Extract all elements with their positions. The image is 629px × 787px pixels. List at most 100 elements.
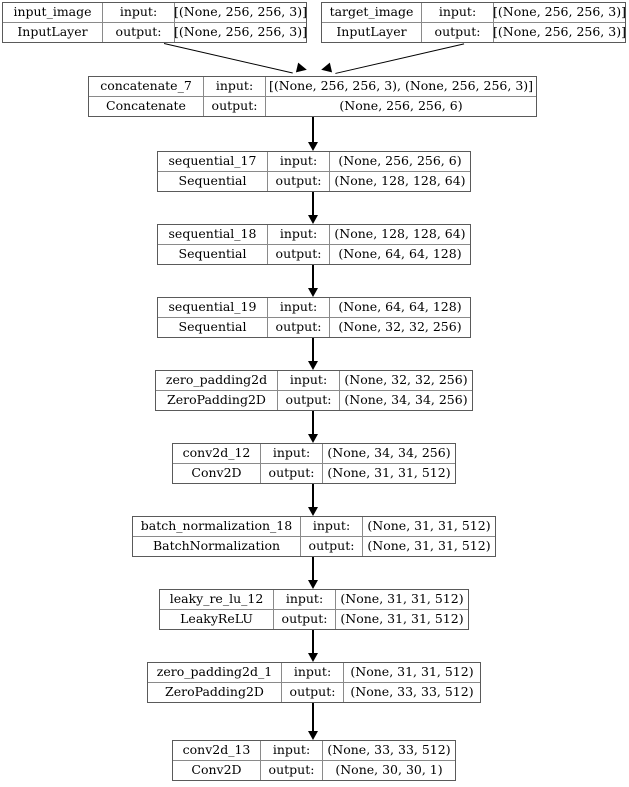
layer-class: Sequential bbox=[158, 245, 268, 264]
layer-class: InputLayer bbox=[3, 23, 103, 42]
input-shape: (None, 31, 31, 512) bbox=[367, 518, 491, 534]
input-shape: [(None, 256, 256, 3), (None, 256, 256, 3… bbox=[268, 78, 534, 94]
layer-class: ZeroPadding2D bbox=[148, 683, 282, 702]
layer-name: target_image bbox=[322, 3, 422, 22]
output-label: output: bbox=[268, 318, 330, 337]
edge-leaky_re_lu_12-to-zero_padding2d_1 bbox=[312, 630, 314, 655]
input-label: input: bbox=[103, 3, 175, 22]
arrowhead-icon bbox=[308, 142, 318, 151]
input-shape: (None, 31, 31, 512) bbox=[340, 591, 464, 607]
output-label: output: bbox=[282, 683, 344, 702]
layer-class: LeakyReLU bbox=[160, 610, 274, 629]
input-label: input: bbox=[282, 663, 344, 682]
input-shape: (None, 31, 31, 512) bbox=[350, 664, 474, 680]
edge-concatenate_7-to-sequential_17 bbox=[312, 117, 314, 144]
layer-name: zero_padding2d bbox=[156, 371, 278, 390]
input-shape: [(None, 256, 256, 3)] bbox=[175, 4, 306, 20]
output-label: output: bbox=[301, 537, 363, 556]
edge-zero_padding2d-to-conv2d_12 bbox=[312, 411, 314, 436]
arrowhead-icon bbox=[320, 62, 333, 75]
layer-class: Sequential bbox=[158, 318, 268, 337]
output-label: output: bbox=[268, 172, 330, 191]
input-shape: (None, 256, 256, 6) bbox=[338, 153, 462, 169]
input-label: input: bbox=[268, 298, 330, 317]
input-label: input: bbox=[422, 3, 494, 22]
layer-class: InputLayer bbox=[322, 23, 422, 42]
layer-name: conv2d_12 bbox=[173, 444, 261, 463]
output-shape: (None, 31, 31, 512) bbox=[327, 465, 451, 481]
output-label: output: bbox=[204, 97, 266, 116]
arrowhead-icon bbox=[308, 580, 318, 589]
output-shape: (None, 128, 128, 64) bbox=[334, 173, 466, 189]
input-label: input: bbox=[301, 517, 363, 536]
edge-input_image-to-concatenate_7 bbox=[163, 43, 293, 74]
input-label: input: bbox=[268, 225, 330, 244]
layer-name: batch_normalization_18 bbox=[133, 517, 301, 536]
input-shape: (None, 64, 64, 128) bbox=[338, 299, 462, 315]
edge-sequential_17-to-sequential_18 bbox=[312, 192, 314, 217]
layer-class: Conv2D bbox=[173, 761, 261, 780]
layer-class: Sequential bbox=[158, 172, 268, 191]
layer-name: conv2d_13 bbox=[173, 741, 261, 760]
output-shape: (None, 31, 31, 512) bbox=[367, 538, 491, 554]
layer-name: zero_padding2d_1 bbox=[148, 663, 282, 682]
edge-conv2d_12-to-batch_normalization_18 bbox=[312, 484, 314, 509]
input-shape: (None, 34, 34, 256) bbox=[327, 445, 451, 461]
output-shape: (None, 31, 31, 512) bbox=[340, 611, 464, 627]
output-label: output: bbox=[268, 245, 330, 264]
output-label: output: bbox=[261, 761, 323, 780]
edge-zero_padding2d_1-to-conv2d_13 bbox=[312, 703, 314, 733]
layer-class: Conv2D bbox=[173, 464, 261, 483]
layer-name: input_image bbox=[3, 3, 103, 22]
edge-target_image-to-concatenate_7 bbox=[335, 43, 465, 74]
input-label: input: bbox=[278, 371, 340, 390]
output-shape: (None, 32, 32, 256) bbox=[338, 319, 462, 335]
output-label: output: bbox=[103, 23, 175, 42]
arrowhead-icon bbox=[295, 62, 308, 75]
input-shape: [(None, 256, 256, 3)] bbox=[494, 4, 625, 20]
layer-name: sequential_17 bbox=[158, 152, 268, 171]
output-shape: [(None, 256, 256, 3)] bbox=[494, 24, 625, 40]
input-label: input: bbox=[261, 444, 323, 463]
output-shape: (None, 33, 33, 512) bbox=[350, 684, 474, 700]
layer-name: concatenate_7 bbox=[89, 77, 204, 96]
input-label: input: bbox=[261, 741, 323, 760]
input-label: input: bbox=[274, 590, 336, 609]
output-label: output: bbox=[261, 464, 323, 483]
arrowhead-icon bbox=[308, 507, 318, 516]
input-shape: (None, 33, 33, 512) bbox=[327, 742, 451, 758]
output-label: output: bbox=[422, 23, 494, 42]
output-label: output: bbox=[274, 610, 336, 629]
